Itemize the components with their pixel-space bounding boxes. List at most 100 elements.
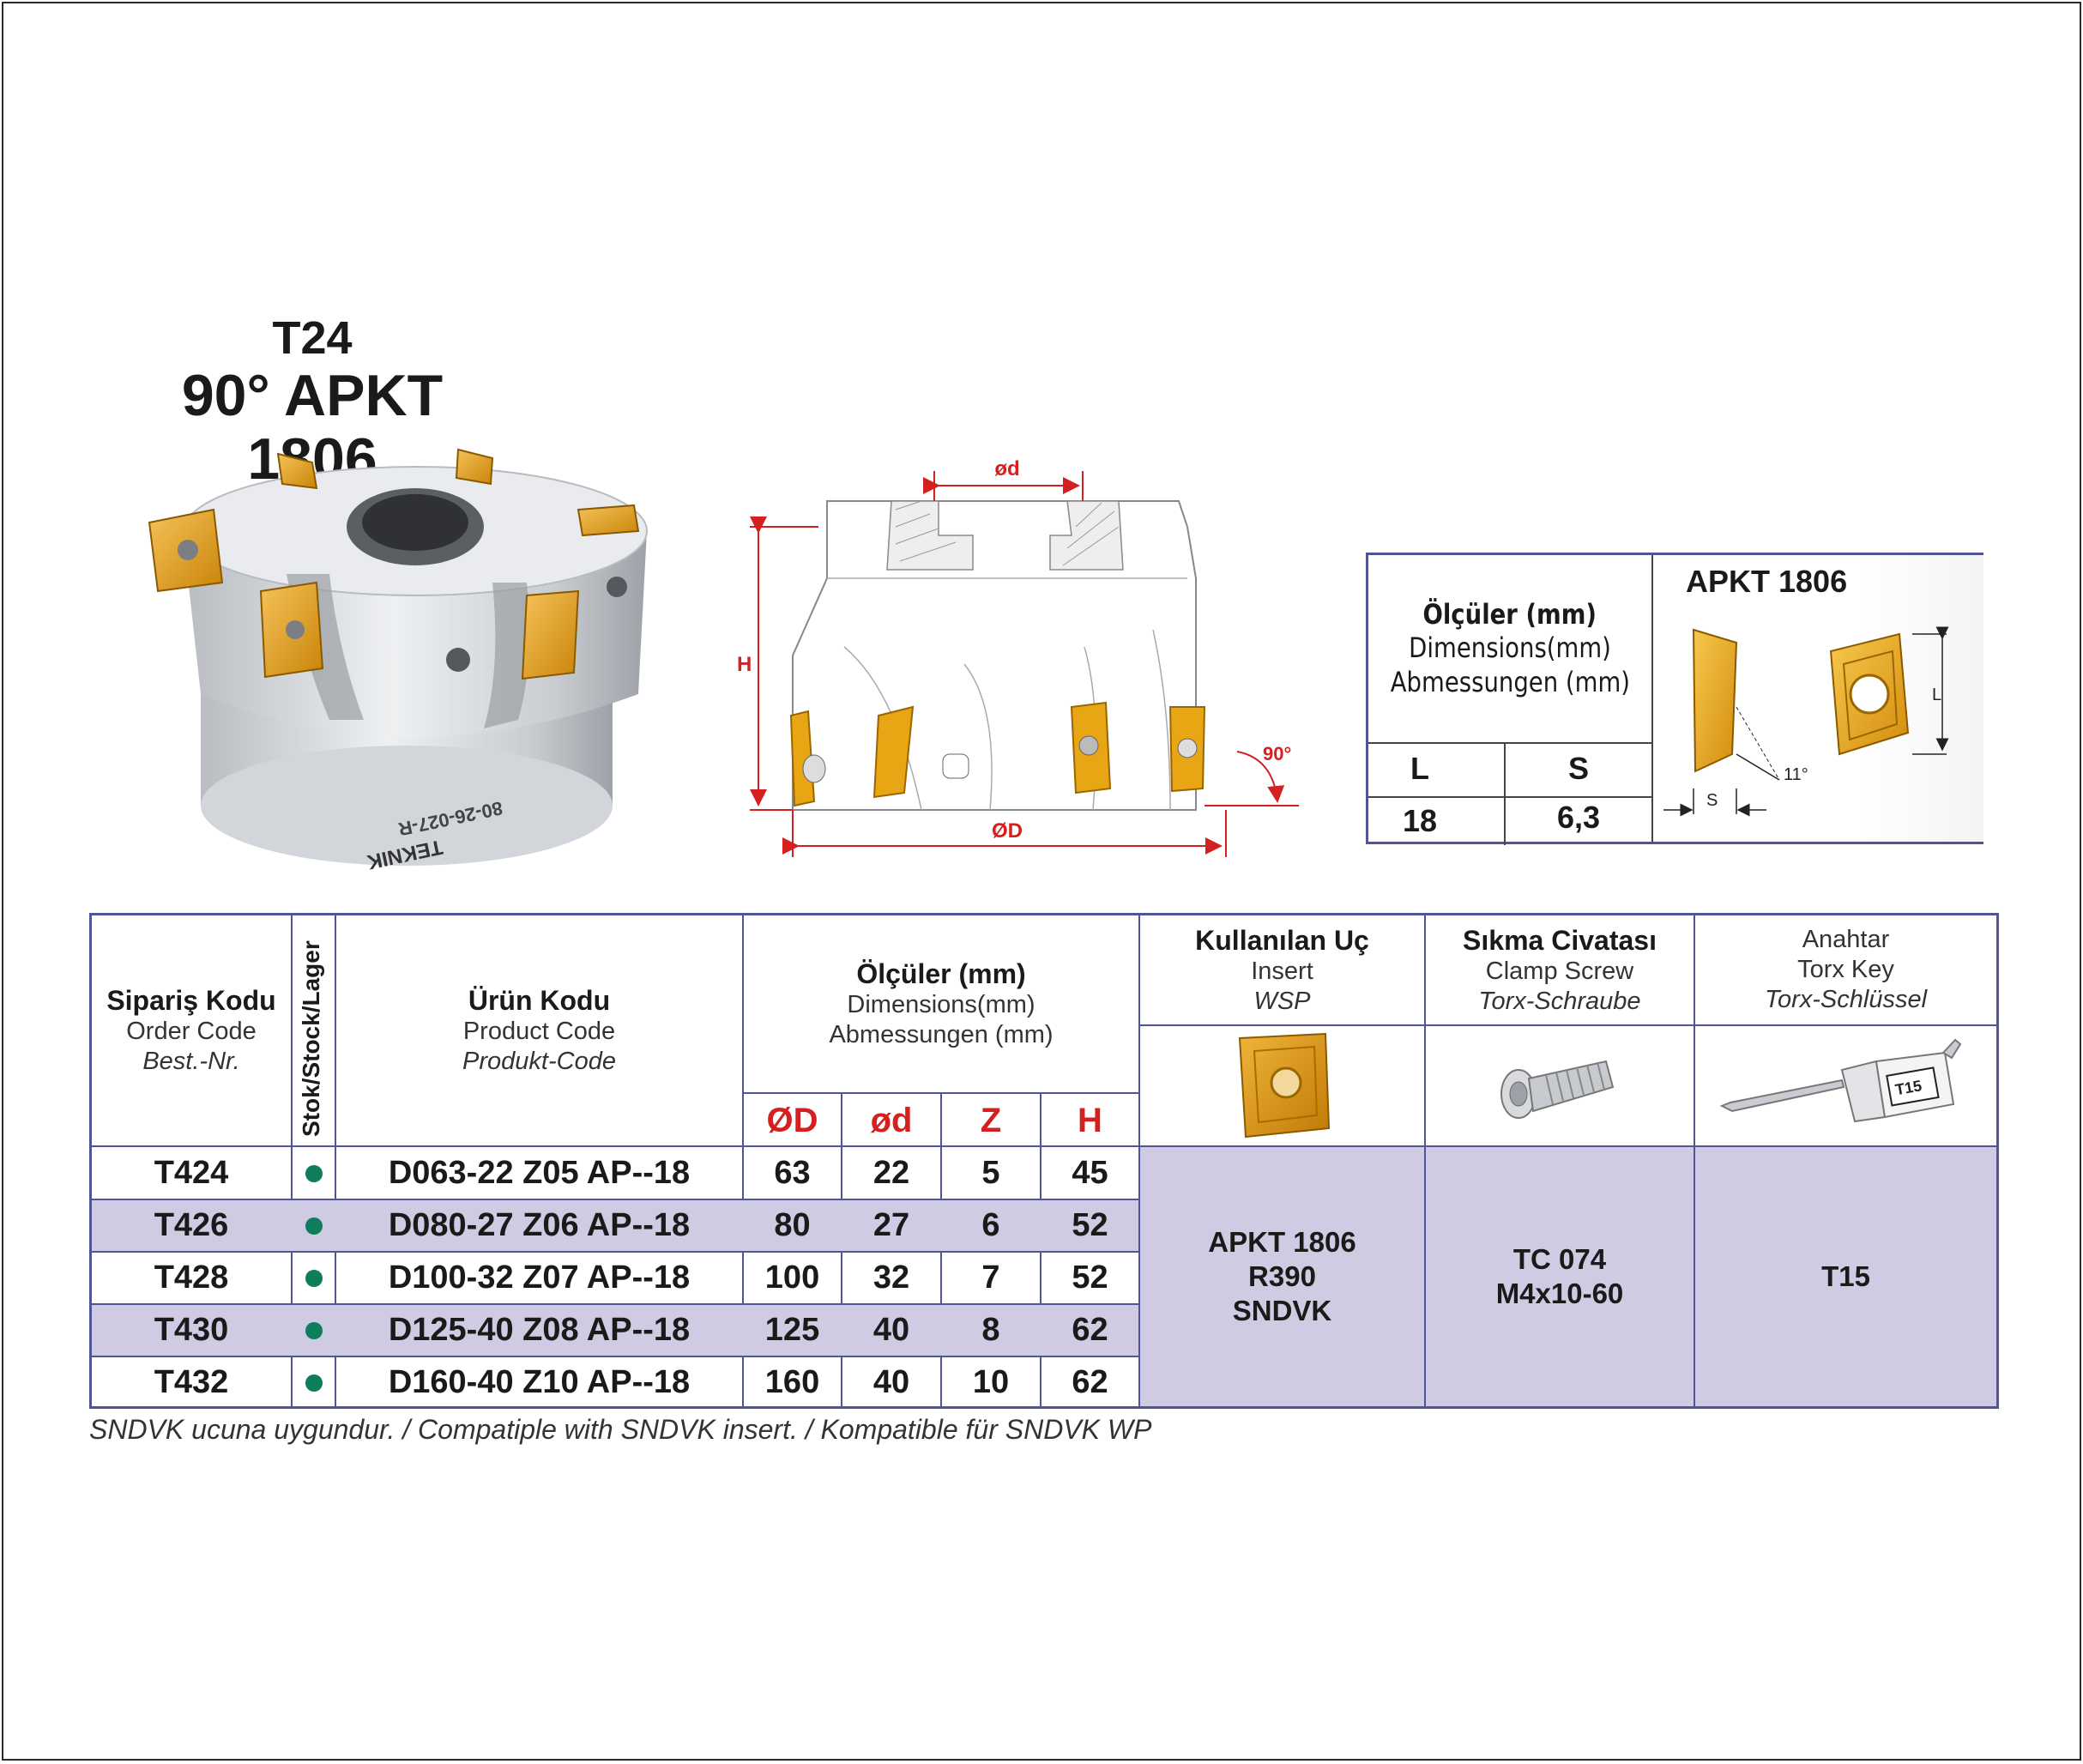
row-divider [742, 1092, 1138, 1094]
row-divider [92, 1145, 1996, 1147]
height-label: H [737, 653, 752, 676]
header-product-code-en: Product Code [462, 1018, 616, 1045]
header-dimensions: Ölçüler (mm) Dimensions(mm) Abmessungen … [744, 915, 1138, 1092]
spec-divider [1368, 796, 1651, 798]
height-cell: 45 [1072, 1155, 1108, 1191]
teeth-cell: 8 [981, 1312, 1000, 1348]
bore-diameter-cell: 40 [872, 1364, 910, 1400]
height-cell: 62 [1072, 1312, 1108, 1348]
bore-diameter-cell: 22 [872, 1155, 910, 1191]
header-clamp-screw: Sıkma Civatası Clamp Screw Torx-Schraube [1426, 915, 1694, 1024]
bore-diameter-cell: 32 [872, 1260, 910, 1296]
stock-cell [293, 1147, 335, 1199]
stock-available-indicator [305, 1321, 323, 1339]
order-code-cell: T430 [154, 1312, 229, 1348]
spec-dimensions-panel [1368, 555, 1653, 842]
key-value: T15 [1821, 1260, 1870, 1292]
header-order-code-tr: Sipariş Kodu [106, 985, 276, 1016]
outer-diameter-cell: 160 [764, 1364, 820, 1400]
stock-cell [293, 1356, 335, 1409]
header-insert-tr: Kullanılan Uç [1195, 924, 1369, 956]
screw-value-l2: M4x10-60 [1495, 1278, 1624, 1309]
header-order-code: Sipariş Kodu Order Code Best.-Nr. [92, 915, 291, 1145]
header-order-code-en: Order Code [126, 1018, 257, 1045]
product-code-cell: D080-27 Z06 AP--18 [388, 1207, 691, 1243]
product-code-cell: D063-22 Z05 AP--18 [388, 1155, 691, 1191]
spec-value-s: 6,3 [1556, 800, 1601, 835]
header-product-code-tr: Ürün Kodu [468, 985, 611, 1016]
stock-cell [293, 1304, 335, 1356]
insert-value-l1: APKT 1806 [1208, 1226, 1356, 1258]
header-dimensions-de: Abmessungen (mm) [829, 1021, 1054, 1048]
bore-diameter-label: ød [994, 457, 1019, 480]
screw-value-l1: TC 074 [1512, 1243, 1607, 1275]
teeth-cell: 5 [981, 1155, 1000, 1191]
product-code-cell: D160-40 Z10 AP--18 [388, 1364, 691, 1400]
spec-insert-name: APKT 1806 [1686, 564, 1848, 599]
teeth-cell: 7 [981, 1260, 1000, 1296]
spec-value-l: 18 [1402, 803, 1438, 838]
order-code-cell: T428 [154, 1260, 229, 1296]
header-torx-key-tr: Anahtar [1802, 926, 1890, 953]
table-row: T424 D063-22 Z05 AP--18 63 22 5 45 [92, 1147, 1138, 1199]
spec-dim-s: S [1706, 791, 1718, 810]
header-stock-label: Stok/Stock/Lager [298, 940, 324, 1137]
key-value-cell: T15 [1695, 1147, 1996, 1406]
header-dimensions-en: Dimensions(mm) [847, 991, 1035, 1018]
header-clamp-screw-de: Torx-Schraube [1478, 987, 1641, 1015]
header-insert-de: WSP [1253, 987, 1311, 1015]
header-insert: Kullanılan Uç Insert WSP [1140, 915, 1424, 1024]
stock-cell [293, 1252, 335, 1304]
stock-cell [293, 1199, 335, 1252]
angle-label: 90° [1263, 743, 1291, 764]
header-torx-key-en: Torx Key [1797, 956, 1894, 983]
header-height: H [1078, 1101, 1102, 1139]
spec-header: Ölçüler (mm) Dimensions(mm) Abmessungen … [1368, 555, 1651, 744]
row-divider [92, 1303, 1138, 1305]
header-teeth: Z [980, 1101, 1002, 1139]
outer-diameter-cell: 100 [764, 1260, 820, 1296]
spec-header-tr: Ölçüler (mm) [1422, 598, 1597, 631]
product-title: T24 90° APKT 1806 [115, 312, 510, 491]
torx-key-icon: T15 [1719, 1038, 1962, 1123]
header-clamp-screw-tr: Sıkma Civatası [1463, 924, 1657, 956]
spec-divider-v [1504, 742, 1506, 845]
height-cell: 52 [1072, 1207, 1108, 1243]
teeth-cell: 10 [972, 1364, 1010, 1400]
col-divider [291, 915, 293, 1406]
stock-available-indicator [305, 1269, 323, 1287]
header-clamp-screw-en: Clamp Screw [1485, 957, 1634, 985]
outer-diameter-cell: 80 [774, 1207, 811, 1243]
bore-diameter-cell: 40 [872, 1312, 910, 1348]
spec-header-en: Dimensions(mm) [1409, 631, 1611, 664]
screw-value-cell: TC 074 M4x10-60 [1426, 1147, 1694, 1406]
stock-available-indicator [305, 1164, 323, 1182]
row-divider [92, 1251, 1138, 1253]
outer-diameter-cell: 125 [764, 1312, 820, 1348]
col-divider [1138, 915, 1140, 1406]
height-cell: 62 [1072, 1364, 1108, 1400]
insert-value-cell: APKT 1806 R390 SNDVK [1140, 1147, 1424, 1406]
spec-col-l: L [1410, 751, 1429, 786]
product-code-cell: D125-40 Z08 AP--18 [388, 1312, 691, 1348]
insert-drawing: 11° S L [1663, 626, 1949, 817]
table-row: T430 D125-40 Z08 AP--18 125 40 8 62 [92, 1303, 1138, 1356]
spec-angle: 11° [1784, 765, 1808, 784]
spec-dim-l: L [1932, 686, 1941, 704]
height-cell: 52 [1072, 1260, 1108, 1296]
table-row: T432 D160-40 Z10 AP--18 160 40 10 62 [92, 1356, 1138, 1409]
technical-drawing: ød H ØD 90° [737, 457, 1299, 857]
header-insert-en: Insert [1251, 957, 1313, 985]
order-code-cell: T424 [154, 1155, 229, 1191]
col-divider [335, 915, 336, 1406]
order-code-cell: T432 [154, 1364, 229, 1400]
row-divider [92, 1199, 1138, 1200]
teeth-cell: 6 [981, 1207, 1000, 1243]
spec-col-s: S [1567, 751, 1589, 786]
header-torx-key-de: Torx-Schlüssel [1764, 986, 1928, 1013]
insert-value-l3: SNDVK [1232, 1295, 1332, 1326]
outer-diameter-cell: 63 [774, 1155, 811, 1191]
